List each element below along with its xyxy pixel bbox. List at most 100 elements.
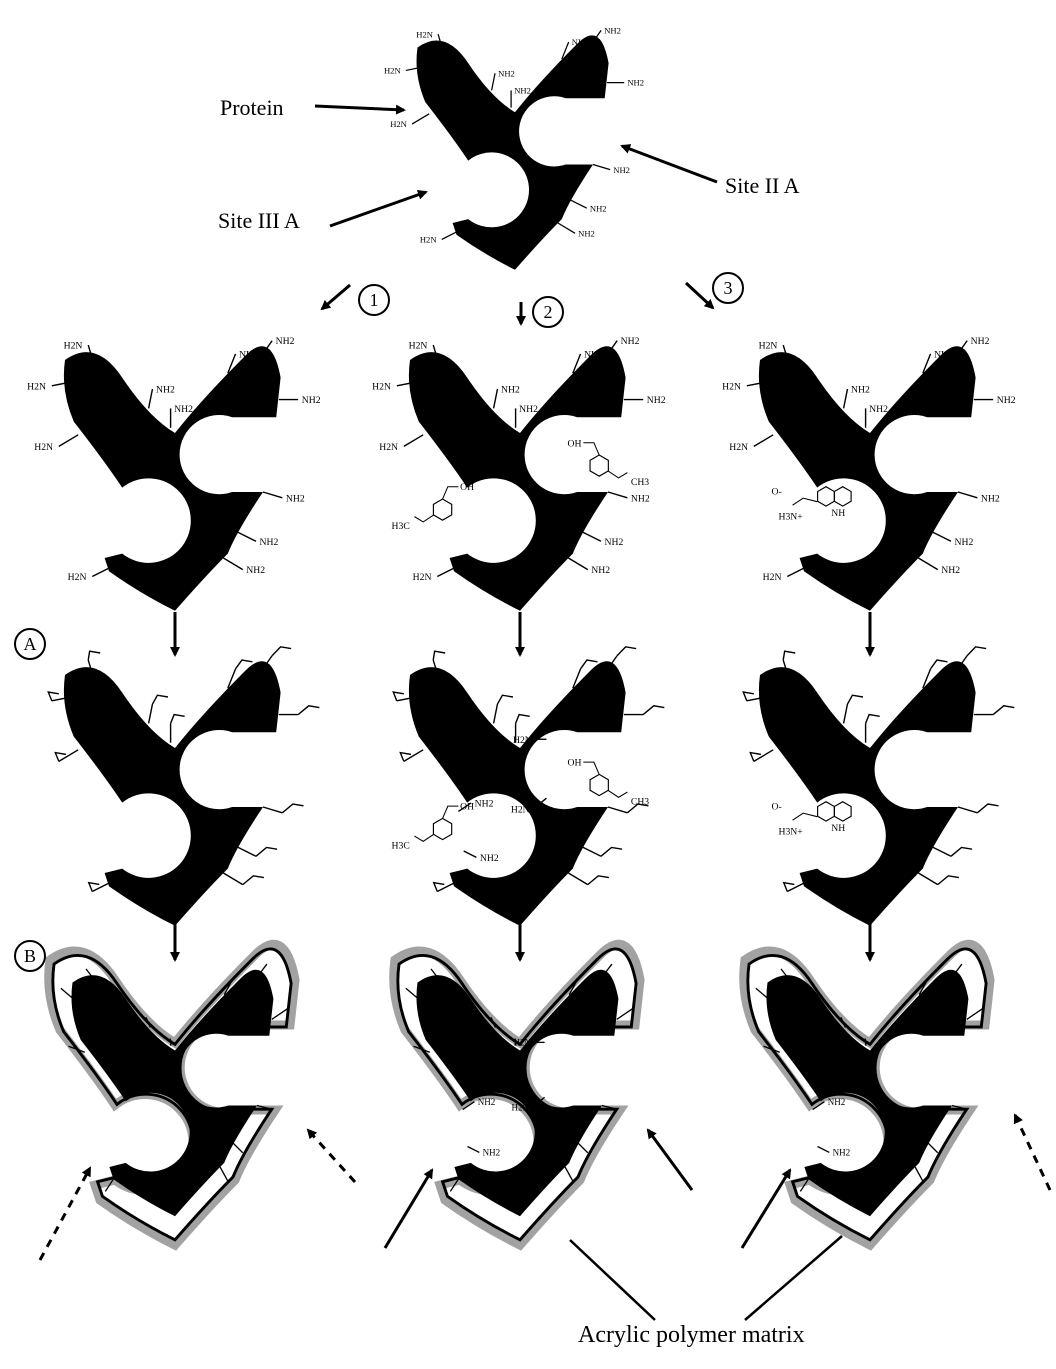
surface-group-bond: [568, 558, 587, 570]
oxide-group: O-: [771, 487, 781, 498]
carboxyl-bond: [443, 487, 459, 499]
surface-group-bond: [593, 165, 610, 170]
carboxyl-group: OH: [460, 802, 474, 813]
vinyl-group: [643, 706, 664, 715]
site-amine: NH2: [483, 1148, 501, 1158]
protein-label: Protein: [220, 95, 284, 121]
crosslink: [232, 1142, 242, 1152]
amine-group: H2N: [34, 442, 53, 453]
surface-group-bond: [844, 704, 848, 723]
vinyl-group: [433, 651, 445, 660]
aspirin-ring: [590, 455, 608, 476]
amine-group: H2N: [68, 572, 87, 583]
site-amine: H2N: [511, 1102, 529, 1112]
amine-group: NH2: [519, 404, 538, 415]
vinyl-group: [282, 804, 303, 813]
amine-group: NH2: [981, 493, 1000, 504]
surface-group-bond: [918, 558, 937, 570]
carboxyl-bond: [443, 806, 459, 818]
surface-group-bond: [787, 567, 806, 577]
surface-group-bond: [844, 389, 848, 408]
surface-group-bond: [932, 847, 951, 857]
site-amine: H2N: [513, 735, 532, 746]
protein-row3-col1: [49, 944, 295, 1245]
site-amine-bond: [464, 851, 477, 857]
surface-group-bond: [754, 435, 773, 447]
surface-group-bond: [558, 223, 575, 233]
protein-body: [409, 661, 626, 926]
step-3-arrow: [686, 283, 713, 308]
amine-group: H2N: [416, 29, 433, 39]
polymer-matrix-label: Acrylic polymer matrix: [578, 1322, 805, 1349]
amine-group: H2N: [390, 119, 407, 129]
indole-ring-b: [834, 487, 851, 506]
surface-group-bond: [59, 750, 78, 762]
protein-row2-col1: [48, 647, 319, 926]
amine-group: H2N: [759, 341, 778, 352]
site-2a-pointer-arrow: [622, 146, 717, 182]
acetyl-bond: [414, 834, 433, 841]
amine-group: H2N: [379, 442, 398, 453]
amine-group: NH2: [627, 78, 644, 88]
vinyl-group: [601, 847, 622, 856]
vinyl-group: [866, 715, 880, 724]
methyl-group: H3C: [392, 521, 410, 532]
amine-group: NH2: [302, 395, 321, 406]
indole-ring-a: [818, 802, 835, 821]
vinyl-group: [152, 695, 167, 704]
amine-group: NH2: [604, 25, 621, 35]
access-arrow-4: [648, 1130, 692, 1190]
crosslink: [915, 1167, 923, 1182]
crosslink: [577, 1142, 587, 1152]
surface-group-bond: [494, 704, 498, 723]
crosslink: [220, 1167, 228, 1182]
access-arrow-dashed-1: [40, 1168, 90, 1260]
surface-group-bond: [437, 567, 456, 577]
site-amine-bond: [468, 1147, 480, 1153]
vinyl-group: [847, 695, 862, 704]
protein-row2-col3: H3N+O-NH: [743, 647, 1014, 926]
protein-row3-col3: NH2NH2: [744, 944, 990, 1245]
amine-group: NH2: [590, 203, 607, 213]
vinyl-group: [272, 647, 291, 656]
ring-nh-group: NH: [831, 823, 845, 834]
vinyl-group: [783, 651, 795, 660]
amine-plus-group: H3N+: [778, 826, 802, 837]
methyl-group: H3C: [392, 840, 410, 851]
surface-group-bond: [582, 532, 601, 542]
amine-group: NH2: [498, 68, 515, 78]
amine-group: H2N: [27, 381, 46, 392]
amine-group: H2N: [413, 572, 432, 583]
surface-group-bond: [412, 114, 429, 124]
vinyl-group: [951, 847, 972, 856]
crosslink: [865, 1039, 866, 1046]
amine-plus-group: H3N+: [778, 511, 802, 522]
amine-group: NH2: [647, 395, 666, 406]
trp-chain: [793, 498, 818, 505]
aspirin-ring: [433, 499, 451, 520]
amine-group: H2N: [409, 341, 428, 352]
amine-group: NH2: [286, 493, 305, 504]
carboxyl-bond: [583, 762, 599, 774]
aspirin-ring: [433, 818, 451, 839]
acetyl-bond: [608, 790, 627, 797]
protein-row1-col3: H2NH2NH2NNH2NH2NH2NH2NH2NH2NH2NH2H2NH3N+…: [722, 336, 1016, 611]
matrix-pointer-line-1: [570, 1240, 655, 1320]
access-arrow-3: [385, 1170, 432, 1248]
site-amine-bond: [818, 1147, 830, 1153]
protein-body: [64, 661, 281, 926]
amine-group: NH2: [934, 349, 953, 360]
ring-nh-group: NH: [831, 508, 845, 519]
amine-group: H2N: [420, 235, 437, 245]
amine-group: H2N: [763, 572, 782, 583]
amine-group: NH2: [954, 537, 973, 548]
amine-group: NH2: [156, 385, 175, 396]
site-amine: H2N: [513, 1038, 531, 1048]
trp-chain: [793, 813, 818, 820]
acetyl-bond: [414, 515, 433, 522]
vinyl-group: [497, 695, 512, 704]
amine-group: H2N: [372, 381, 391, 392]
amine-group: NH2: [259, 537, 278, 548]
